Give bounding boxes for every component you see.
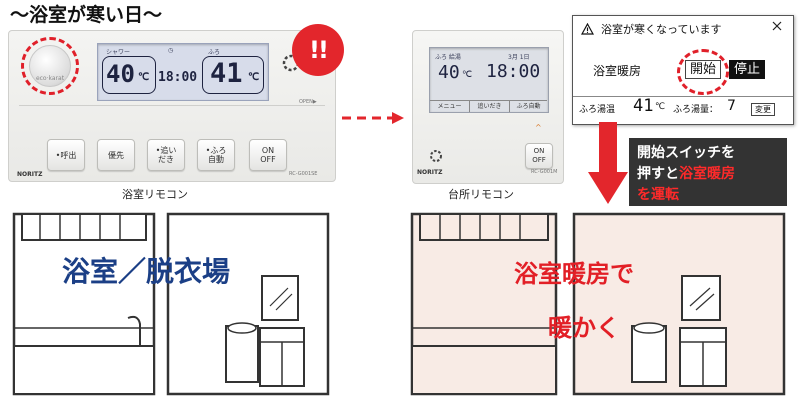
start-button-highlight bbox=[677, 49, 729, 95]
bathroom-remote: eco·karat シャワー ふろ ◷ 40 ℃ 18:00 41 ℃ OPEN… bbox=[8, 30, 336, 182]
info-line-2: 押すと浴室暖房 bbox=[637, 163, 735, 183]
open-label: OPEN▶ bbox=[299, 99, 317, 105]
eco-button-highlight bbox=[21, 37, 79, 95]
page-title: 〜浴室が寒い日〜 bbox=[10, 4, 163, 26]
shower-label: シャワー bbox=[106, 49, 131, 56]
priority-button[interactable]: 優先 bbox=[97, 139, 135, 171]
reheat-button-label: •追い だき bbox=[155, 146, 177, 164]
info-line-3: を運転 bbox=[637, 187, 679, 203]
popup-bath-temp: 41 bbox=[633, 96, 654, 116]
kitchen-power-label: ON OFF bbox=[532, 147, 546, 164]
kitchen-power-button[interactable]: ON OFF bbox=[525, 143, 553, 169]
model-number: RC-G001SE bbox=[289, 171, 318, 177]
alert-badge-text: !! bbox=[309, 36, 329, 64]
caret-up-icon: ^ bbox=[535, 123, 542, 132]
bath-temp-label: ふろ湯温 bbox=[579, 105, 616, 115]
water-level-value: 7 bbox=[727, 98, 736, 114]
cold-room-label: 浴室／脱衣場 bbox=[62, 255, 231, 288]
kitchen-date: 3月 1日 bbox=[508, 54, 530, 61]
alert-badge: !! bbox=[292, 24, 344, 76]
popup-divider bbox=[573, 96, 793, 97]
heater-stop-button[interactable]: 停止 bbox=[729, 60, 766, 79]
down-arrow-icon bbox=[588, 122, 628, 204]
warning-icon bbox=[581, 23, 594, 35]
kitchen-remote: ふろ 給湯 3月 1日 40 ℃ 18:00 メニュー 追いだき ふろ自動 ON… bbox=[412, 30, 564, 184]
bath-label: ふろ bbox=[208, 49, 221, 56]
priority-button-label: 優先 bbox=[108, 150, 124, 160]
clock-icon: ◷ bbox=[168, 47, 174, 54]
info-line-2a: 押すと bbox=[637, 166, 679, 182]
call-button-label: •呼出 bbox=[55, 150, 77, 160]
auto-bath-button-label: •ふろ 自動 bbox=[205, 146, 227, 164]
info-callout: 開始スイッチを 押すと浴室暖房 を運転 bbox=[629, 138, 787, 206]
kitchen-brand-logo: NORITZ bbox=[417, 169, 443, 176]
warm-room-label-2: 暖かく bbox=[548, 314, 620, 342]
remote-divider bbox=[19, 105, 325, 106]
tab-auto-bath[interactable]: ふろ自動 bbox=[510, 100, 547, 112]
bath-temp: 41 bbox=[210, 58, 243, 89]
cold-bath-popup: 浴室が寒くなっています 浴室暖房 開始 停止 ふろ湯温 41 ℃ ふろ湯量： 7… bbox=[572, 15, 794, 125]
tab-reheat[interactable]: 追いだき bbox=[470, 100, 510, 112]
info-line-2-highlight: 浴室暖房 bbox=[679, 166, 735, 182]
indicator-ring-icon bbox=[430, 150, 442, 162]
close-icon[interactable] bbox=[771, 20, 783, 32]
bath-temp-unit: ℃ bbox=[248, 72, 260, 83]
shower-temp-box bbox=[102, 56, 156, 94]
cold-room-illustration bbox=[12, 212, 330, 396]
popup-title: 浴室が寒くなっています bbox=[601, 23, 722, 36]
kitchen-remote-caption: 台所リモコン bbox=[448, 188, 514, 201]
warm-room-label-1: 浴室暖房で bbox=[514, 260, 634, 288]
power-button[interactable]: ON OFF bbox=[249, 139, 287, 171]
auto-bath-button[interactable]: •ふろ 自動 bbox=[197, 139, 235, 171]
kitchen-bath-label: ふろ 給湯 bbox=[435, 54, 461, 61]
kitchen-time: 18:00 bbox=[486, 61, 541, 82]
info-line-1: 開始スイッチを bbox=[637, 145, 735, 161]
tab-menu[interactable]: メニュー bbox=[430, 100, 470, 112]
kitchen-temp: 40 bbox=[438, 62, 460, 83]
clock-time: 18:00 bbox=[158, 70, 198, 85]
call-button[interactable]: •呼出 bbox=[47, 139, 85, 171]
kitchen-model-number: RC-G001M bbox=[531, 169, 558, 175]
warm-room-illustration bbox=[410, 212, 786, 396]
change-button[interactable]: 変更 bbox=[751, 103, 775, 116]
bath-temp-box bbox=[202, 56, 264, 94]
bathroom-remote-caption: 浴室リモコン bbox=[122, 188, 188, 201]
kitchen-temp-unit: ℃ bbox=[462, 70, 473, 80]
dashed-arrow-icon bbox=[342, 112, 404, 124]
power-button-label: ON OFF bbox=[260, 146, 276, 164]
shower-temp: 40 bbox=[106, 60, 135, 88]
bathroom-remote-display: シャワー ふろ ◷ 40 ℃ 18:00 41 ℃ bbox=[97, 43, 269, 101]
brand-logo: NORITZ bbox=[17, 171, 43, 178]
kitchen-remote-display: ふろ 給湯 3月 1日 40 ℃ 18:00 メニュー 追いだき ふろ自動 bbox=[429, 47, 549, 113]
popup-bath-temp-unit: ℃ bbox=[655, 102, 666, 112]
heater-label: 浴室暖房 bbox=[593, 64, 642, 78]
reheat-button[interactable]: •追い だき bbox=[147, 139, 185, 171]
water-level-label: ふろ湯量： bbox=[673, 105, 719, 115]
shower-temp-unit: ℃ bbox=[138, 72, 150, 83]
